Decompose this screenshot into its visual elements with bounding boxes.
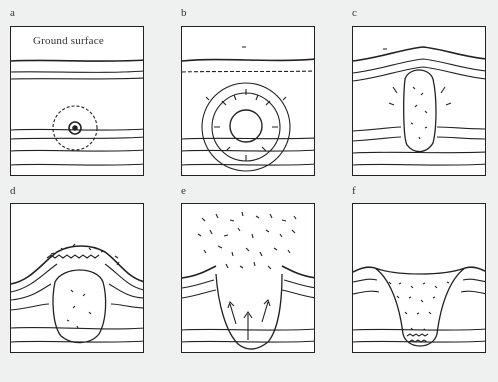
panel-label-b: b (181, 8, 187, 19)
panel-f-drawing (353, 204, 486, 353)
panel-label-e: e (181, 186, 186, 197)
panel-e-drawing (182, 204, 315, 353)
panel-label-c: c (352, 8, 357, 19)
panel-a: Ground surface (10, 26, 144, 176)
panel-label-a: a (10, 8, 15, 19)
panel-e (181, 203, 315, 353)
panel-c-drawing (353, 27, 486, 176)
panel-d (10, 203, 144, 353)
panel-b-drawing (182, 27, 315, 176)
panel-b (181, 26, 315, 176)
panel-f (352, 203, 486, 353)
panel-a-drawing (11, 27, 144, 176)
panel-label-f: f (352, 186, 356, 197)
panel-d-drawing (11, 204, 144, 353)
panel-label-d: d (10, 186, 16, 197)
panel-c (352, 26, 486, 176)
